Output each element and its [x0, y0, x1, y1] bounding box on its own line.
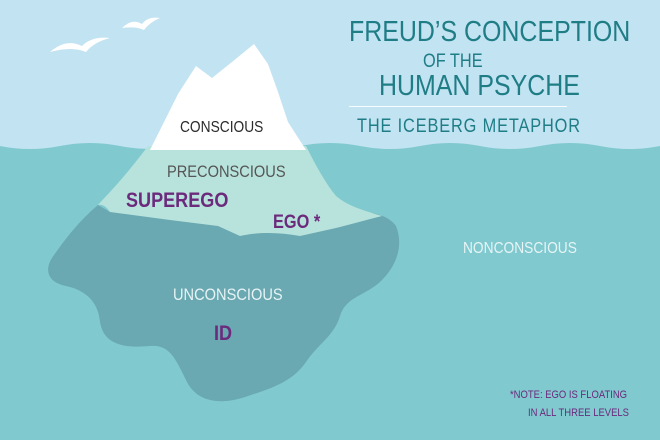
label-nonconscious: NONCONSCIOUS [463, 240, 577, 257]
label-ego: EGO * [273, 212, 321, 233]
bird-icon [122, 17, 160, 30]
label-superego: SUPEREGO [126, 189, 229, 212]
iceberg-unconscious-zone [48, 205, 400, 402]
subtitle: THE ICEBERG METAPHOR [357, 116, 581, 137]
label-unconscious: UNCONSCIOUS [173, 285, 283, 304]
label-conscious: CONSCIOUS [180, 119, 264, 136]
title-line-2: OF THE [423, 51, 483, 72]
title-line-1: FREUD’S CONCEPTION [349, 16, 631, 48]
iceberg-preconscious-zone [98, 146, 382, 236]
iceberg-conscious-tip [150, 44, 306, 150]
title-line-3: HUMAN PSYCHE [379, 70, 580, 102]
bird-icon [50, 37, 110, 52]
note-line-1: *NOTE: EGO IS FLOATING [510, 389, 628, 401]
sky [0, 0, 660, 150]
note-line-2: IN ALL THREE LEVELS [528, 407, 629, 419]
title-divider [349, 106, 567, 107]
label-preconscious: PRECONSCIOUS [167, 162, 286, 181]
label-id: ID [214, 322, 233, 345]
